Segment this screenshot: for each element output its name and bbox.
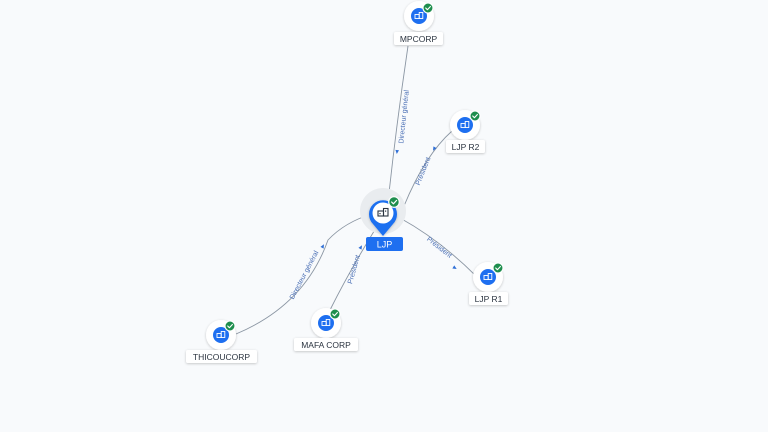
node-label: MPCORP [400, 34, 438, 44]
building-icon [460, 121, 470, 128]
edge-label: Président [415, 156, 433, 186]
edge-label: Directeur général [398, 89, 411, 144]
node-ljpr1[interactable]: LJP R1 [469, 262, 508, 305]
check-circle-icon [329, 308, 341, 320]
edge-ljp-ljpr1[interactable]: Président [399, 217, 477, 277]
building-icon [216, 331, 226, 338]
check-circle-icon [422, 2, 434, 14]
node-thicoucorp[interactable]: THICOUCORP [186, 320, 257, 363]
node-label-bg [446, 140, 485, 153]
edge-arrow [320, 244, 324, 249]
check-circle-icon [469, 110, 481, 122]
node-label-bg [186, 350, 257, 363]
node-label: LJP R2 [452, 142, 480, 152]
node-label-bg [394, 32, 443, 45]
building-icon [321, 319, 331, 326]
edge-label: Président [425, 236, 453, 260]
edge-label: Président [347, 254, 362, 284]
building-icon [483, 273, 493, 280]
node-label: THICOUCORP [193, 352, 250, 362]
edge-label: Directeur général [289, 250, 321, 301]
node-mafacorp[interactable]: MAFA CORP [294, 308, 358, 351]
edge-arrow [358, 245, 362, 250]
check-circle-icon [388, 196, 400, 208]
edge-mpcorp-ljp[interactable]: Directeur général [388, 45, 411, 194]
node-ljpr2[interactable]: LJP R2 [446, 110, 485, 153]
node-label-bg [294, 338, 358, 351]
edge-ljpr2-ljp[interactable]: Président [403, 130, 453, 207]
center-node-ljp[interactable]: LJP [360, 188, 406, 251]
edges: Directeur général Président Président Pr… [235, 45, 477, 335]
building-icon [414, 12, 424, 19]
node-mpcorp[interactable]: MPCORP [394, 1, 443, 45]
node-label-bg [469, 292, 508, 305]
check-circle-icon [224, 320, 236, 332]
check-circle-icon [492, 262, 504, 274]
node-label: MAFA CORP [301, 340, 351, 350]
center-node-label: LJP [377, 240, 393, 250]
edge-arrow [395, 149, 399, 154]
center-node-label-bg [366, 237, 403, 251]
building-icon [377, 207, 389, 217]
edge-arrow [452, 265, 457, 270]
edge-arrow [433, 146, 437, 151]
node-label: LJP R1 [475, 294, 503, 304]
